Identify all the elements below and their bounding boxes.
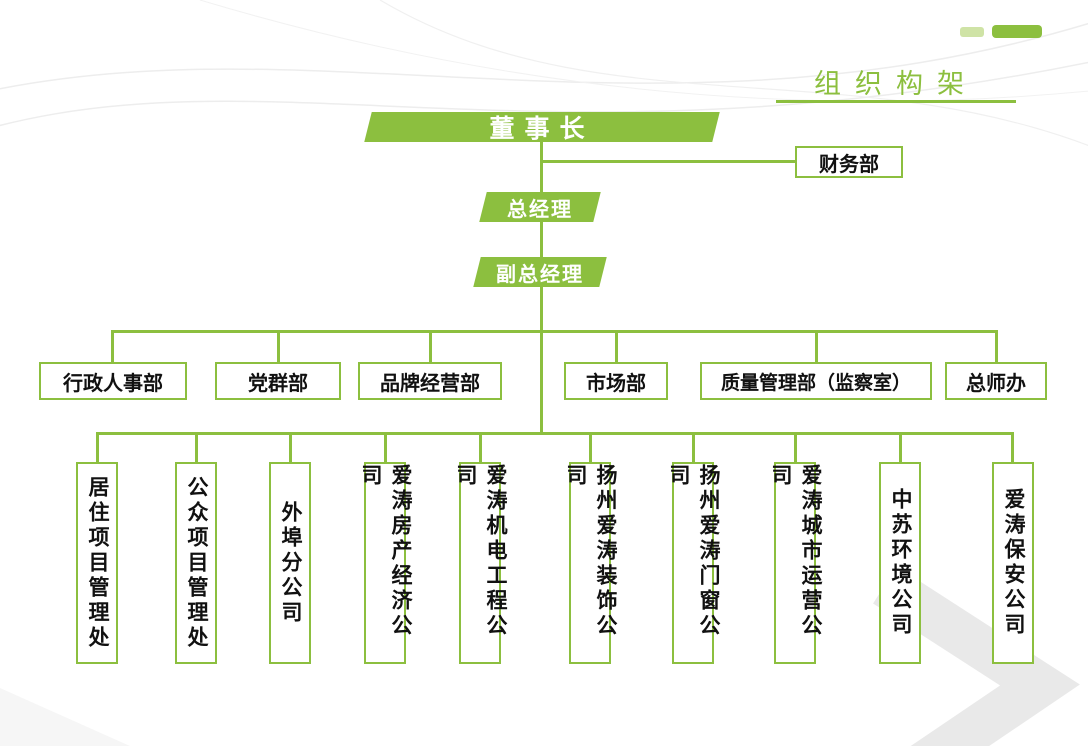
drop-comp-10 [1011, 432, 1014, 463]
connector-dgm-bus [540, 287, 543, 434]
drop-dept-3 [429, 330, 432, 363]
corner-accent-bar-small [960, 27, 984, 37]
node-comp-branch-offices: 外埠分公司 [269, 462, 311, 664]
drop-comp-1 [96, 432, 99, 463]
node-finance: 财务部 [795, 146, 903, 178]
title-underline [776, 100, 1016, 103]
connector-finance-branch [540, 160, 796, 163]
node-comp-environment: 中苏环境公司 [879, 462, 921, 664]
node-comp-doors-windows: 扬州爱涛门窗公司 [667, 462, 720, 664]
bus-companies [96, 432, 1014, 435]
node-comp-security: 爱涛保安公司 [992, 462, 1034, 664]
corner-accent-bar [992, 25, 1042, 38]
drop-comp-4 [384, 432, 387, 463]
node-comp-residential-projects: 居住项目管理处 [76, 462, 118, 664]
node-dept-quality: 质量管理部（监察室） [700, 362, 932, 400]
node-dept-admin-hr: 行政人事部 [39, 362, 187, 400]
drop-comp-7 [692, 432, 695, 463]
connector-chairman-gm [540, 142, 543, 192]
page-title: 组织构架 [814, 69, 978, 99]
node-comp-city-operations: 爱涛城市运营公司 [769, 462, 822, 664]
drop-dept-5 [815, 330, 818, 363]
drop-comp-8 [794, 432, 797, 463]
drop-dept-1 [111, 330, 114, 363]
node-general-manager: 总经理 [483, 192, 597, 222]
node-chairman: 董事长 [368, 112, 716, 143]
node-dept-chief-engineer: 总师办 [945, 362, 1047, 400]
drop-dept-6 [995, 330, 998, 363]
node-dept-party: 党群部 [215, 362, 341, 400]
node-dept-brand: 品牌经营部 [358, 362, 502, 400]
chevron-decor [873, 566, 1080, 746]
drop-dept-2 [277, 330, 280, 363]
node-deputy-general-manager: 副总经理 [477, 257, 603, 287]
node-comp-decoration: 扬州爱涛装饰公司 [564, 462, 617, 664]
connector-gm-dgm [540, 222, 543, 257]
drop-dept-4 [615, 330, 618, 363]
drop-comp-2 [195, 432, 198, 463]
node-dept-market: 市场部 [564, 362, 668, 400]
node-comp-mech-electrical: 爱涛机电工程公司 [454, 462, 507, 664]
node-comp-public-projects: 公众项目管理处 [175, 462, 217, 664]
drop-comp-5 [479, 432, 482, 463]
bus-departments [112, 330, 997, 333]
node-comp-real-estate: 爱涛房产经济公司 [359, 462, 412, 664]
corner-triangle-decor [0, 688, 130, 746]
drop-comp-9 [899, 432, 902, 463]
drop-comp-3 [289, 432, 292, 463]
drop-comp-6 [589, 432, 592, 463]
